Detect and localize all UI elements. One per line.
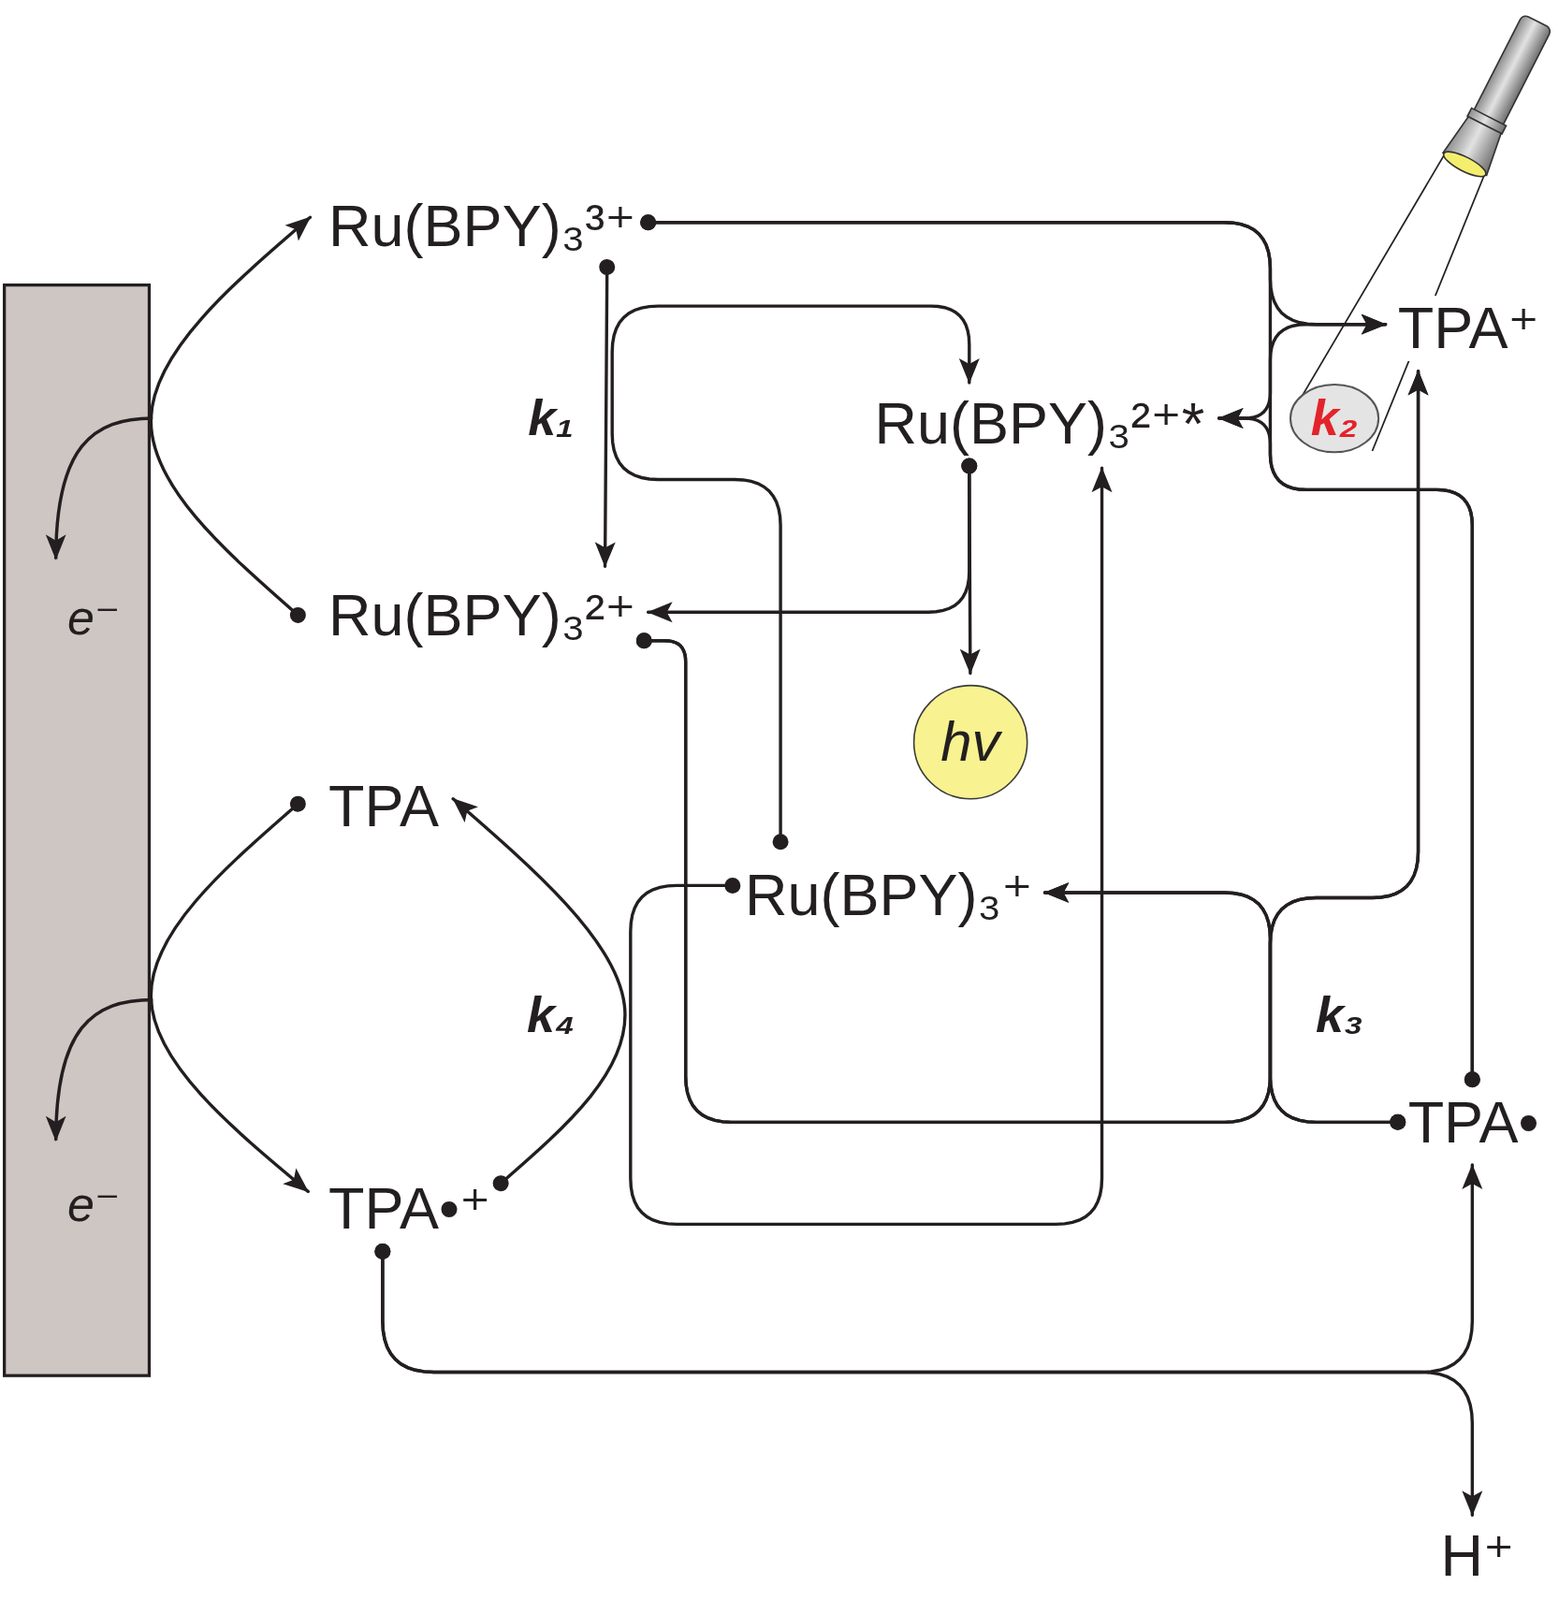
species-name: Ru(BPY)₃²⁺*	[874, 391, 1205, 456]
shape-text: k₂	[1311, 390, 1359, 446]
species-name: TPA⁺	[1398, 295, 1540, 361]
species-label: H⁺	[1441, 1523, 1516, 1589]
rate-constant: k₁	[527, 390, 574, 446]
species-label: TPA•⁺	[328, 1176, 491, 1241]
electron-label: e⁻	[67, 591, 120, 645]
rate-ellipse: k₂	[1288, 382, 1381, 454]
species-label: Ru(BPY)₃²⁺*	[874, 391, 1205, 456]
reaction-arrow	[150, 217, 310, 615]
species-label: Ru(BPY)₃⁺	[744, 862, 1033, 928]
reaction-arrow	[382, 1165, 1472, 1373]
shape-fill	[1290, 384, 1379, 452]
reaction-arrow	[648, 222, 1386, 325]
species-name: H⁺	[1441, 1523, 1516, 1589]
reaction-arrow	[643, 641, 1270, 1123]
species-label: Ru(BPY)₃³⁺	[328, 193, 636, 259]
reaction-arrow	[1219, 418, 1473, 1080]
species-name: TPA	[328, 773, 439, 839]
electron-flow-arrow	[56, 999, 154, 1140]
species-name: Ru(BPY)₃³⁺	[328, 193, 636, 259]
species-name: Ru(BPY)₃⁺	[744, 862, 1033, 928]
reaction-arrow	[1269, 371, 1418, 1123]
reaction-arrow	[605, 266, 608, 567]
shape-text: hv	[940, 711, 1000, 773]
species-name: Ru(BPY)₃²⁺	[328, 582, 636, 648]
species-label: TPA•	[1408, 1090, 1540, 1155]
electrode-band: e⁻ e⁻	[2, 283, 151, 1378]
shape-fill	[913, 684, 1027, 799]
reaction-arrow	[150, 803, 308, 1192]
reaction-arrow	[630, 467, 1103, 1224]
flashlight-icon	[1440, 10, 1559, 182]
reaction-arrow	[1269, 324, 1472, 1080]
reaction-arrow	[648, 466, 970, 612]
flashlight-lens	[1440, 146, 1489, 181]
reaction-arrow	[648, 222, 1271, 419]
reaction-arrow	[452, 799, 626, 1184]
reaction-arrow	[643, 371, 1418, 1123]
species-label: TPA⁺	[1398, 295, 1540, 361]
species-name: TPA•⁺	[328, 1176, 491, 1241]
rate-constant: k₃	[1315, 987, 1364, 1043]
species-name: TPA•	[1408, 1090, 1540, 1155]
reaction-arrow	[1044, 892, 1398, 1122]
species-label: Ru(BPY)₃²⁺	[328, 582, 636, 648]
electron-flow-arrow	[56, 418, 154, 559]
light-cone-edge	[1294, 154, 1445, 411]
photon-circle: hv	[912, 684, 1029, 801]
species-label: TPA	[328, 773, 439, 839]
reaction-arrow	[382, 1252, 1472, 1516]
electron-label: e⁻	[67, 1178, 120, 1232]
electrode-fill	[4, 285, 150, 1377]
rate-constant: k₄	[526, 987, 576, 1043]
reaction-arrow	[969, 466, 971, 674]
reaction-arrow	[611, 305, 970, 843]
